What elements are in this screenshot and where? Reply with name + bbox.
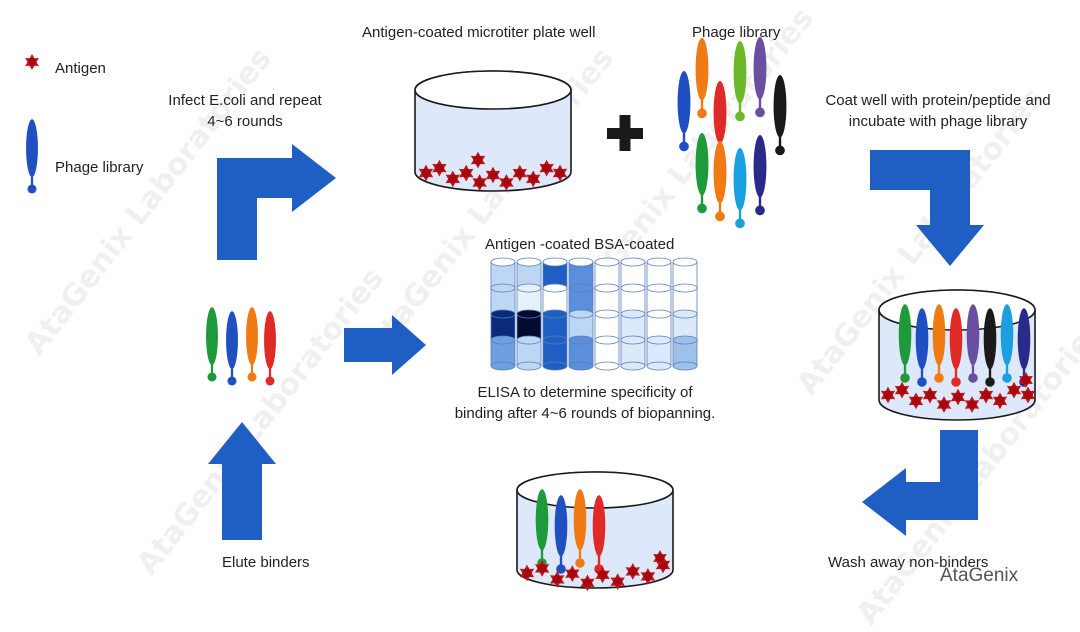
antigen-icon: [25, 54, 39, 70]
phage-icon: [753, 36, 767, 118]
legend-phage-label: Phage library: [55, 159, 144, 176]
infect-label: Infect E.coli and repeat 4~6 rounds: [168, 92, 322, 130]
phage-icon: [713, 140, 727, 222]
phage-icon: [733, 40, 747, 122]
elisa-column: [620, 257, 646, 371]
bound-phage-group: [206, 307, 276, 386]
arrow-icon: [344, 315, 426, 375]
biopanning-diagram: AtaGenix Laboratories AtaGenix Laborator…: [18, 1, 1080, 631]
arrow-icon: [870, 150, 984, 266]
elisa-column: [568, 257, 594, 371]
phage-icon: [733, 147, 747, 229]
plate-header-label: Antigen -coated BSA-coated: [485, 236, 675, 253]
elute-label: Elute binders: [222, 554, 310, 571]
elisa-column: [542, 257, 568, 371]
arrow-icon: [208, 422, 276, 540]
phage-icon: [226, 311, 238, 386]
elisa-column: [490, 257, 516, 371]
elisa-column: [594, 257, 620, 371]
antigen-well-label: Antigen-coated microtiter plate well: [362, 24, 596, 41]
legend-antigen-label: Antigen: [55, 60, 106, 77]
phage-library-group: [677, 36, 787, 229]
wash-label: Wash away non-binders: [828, 554, 989, 571]
phage-icon: [753, 134, 767, 216]
phage-icon: [695, 132, 709, 214]
elisa-column: [646, 257, 672, 371]
microtiter-well-icon: [516, 471, 674, 592]
arrow-icon: [862, 430, 978, 536]
elisa-label: ELISA to determine specificity of bindin…: [454, 384, 716, 422]
elisa-column: [516, 257, 542, 371]
diagram-artwork: [25, 36, 1036, 592]
phage-icon: [246, 307, 258, 382]
arrow-icon: [217, 144, 336, 260]
phage-icon: [264, 311, 276, 386]
plus-icon: [607, 115, 643, 151]
elisa-column: [672, 257, 698, 371]
phage-library-label: Phage library: [692, 24, 781, 41]
elisa-plate-icon: [490, 257, 698, 371]
brand-label: AtaGenix: [940, 565, 1019, 586]
phage-icon: [773, 74, 787, 156]
phage-icon: [26, 119, 38, 194]
phage-icon: [206, 307, 218, 382]
coat-label: Coat well with protein/peptide and incub…: [825, 92, 1051, 130]
phage-icon: [677, 70, 691, 152]
phage-icon: [695, 37, 709, 119]
microtiter-well-icon: [878, 289, 1036, 421]
microtiter-well-icon: [414, 70, 572, 192]
